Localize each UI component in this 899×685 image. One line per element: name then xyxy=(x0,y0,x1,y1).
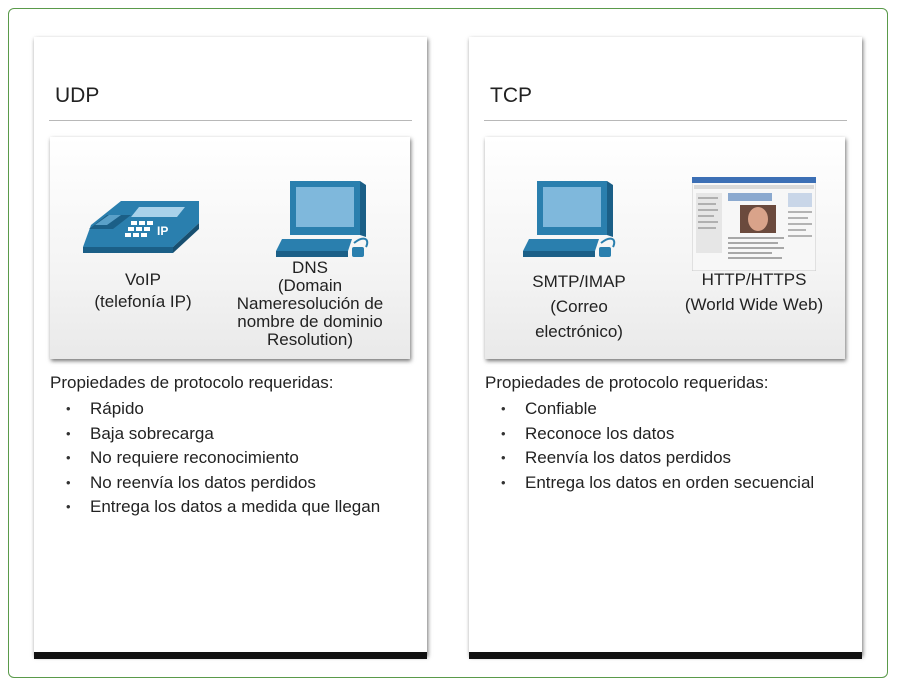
web-page-icon xyxy=(692,177,816,271)
tcp-apps-panel: SMTP/IMAP (Correo electrónico) xyxy=(485,137,845,359)
list-item: Reconoce los datos xyxy=(485,422,814,447)
list-item: No reenvía los datos perdidos xyxy=(50,471,380,496)
udp-apps-panel: IP VoIP (telefonía IP) DNS (Domain Namer… xyxy=(50,137,410,359)
dns-label: DNS xyxy=(292,258,328,277)
svg-text:IP: IP xyxy=(157,224,168,238)
list-item: No requiere reconocimiento xyxy=(50,446,380,471)
tcp-props-list: Confiable Reconoce los datos Reenvía los… xyxy=(485,397,814,495)
udp-title: UDP xyxy=(55,84,100,107)
voip-desc: (telefonía IP) xyxy=(94,292,192,311)
voip-app: IP VoIP (telefonía IP) xyxy=(78,195,208,313)
list-item: Baja sobrecarga xyxy=(50,422,380,447)
tcp-card: TCP SMTP/IMAP (Correo electrónico) xyxy=(469,37,862,659)
udp-properties: Propiedades de protocolo requeridas: Ráp… xyxy=(50,373,380,520)
dns-desc-line4: Resolution) xyxy=(267,330,353,349)
dns-desc: (Domain xyxy=(277,276,343,295)
list-item: Entrega los datos en orden secuencial xyxy=(485,471,814,496)
smtp-desc-line2: electrónico) xyxy=(535,322,623,341)
http-desc: (World Wide Web) xyxy=(684,295,824,314)
voip-label: VoIP xyxy=(125,270,161,289)
tcp-props-heading: Propiedades de protocolo requeridas: xyxy=(485,373,769,392)
list-item: Rápido xyxy=(50,397,380,422)
dns-app: DNS (Domain Nameresolución de nombre de … xyxy=(222,181,398,349)
tcp-title: TCP xyxy=(490,84,532,107)
smtp-desc: (Correo xyxy=(550,297,608,316)
udp-props-list: Rápido Baja sobrecarga No requiere recon… xyxy=(50,397,380,520)
computer-icon xyxy=(276,181,369,257)
smtp-label: SMTP/IMAP xyxy=(532,272,626,291)
udp-card: UDP IP VoIP (telefonía IP) xyxy=(34,37,427,659)
ip-phone-icon: IP xyxy=(83,201,199,253)
dns-desc-line3: nombre de dominio xyxy=(237,312,383,331)
smtp-app: SMTP/IMAP (Correo electrónico) xyxy=(497,181,661,344)
http-app: HTTP/HTTPS (World Wide Web) xyxy=(667,177,841,317)
tcp-divider xyxy=(484,120,847,121)
list-item: Reenvía los datos perdidos xyxy=(485,446,814,471)
http-label: HTTP/HTTPS xyxy=(701,270,807,289)
list-item: Confiable xyxy=(485,397,814,422)
udp-props-heading: Propiedades de protocolo requeridas: xyxy=(50,373,334,392)
list-item: Entrega los datos a medida que llegan xyxy=(50,495,380,520)
tcp-properties: Propiedades de protocolo requeridas: Con… xyxy=(485,373,814,495)
computer-icon xyxy=(523,181,616,257)
dns-desc-line2: Nameresolución de xyxy=(236,294,384,313)
udp-divider xyxy=(49,120,412,121)
